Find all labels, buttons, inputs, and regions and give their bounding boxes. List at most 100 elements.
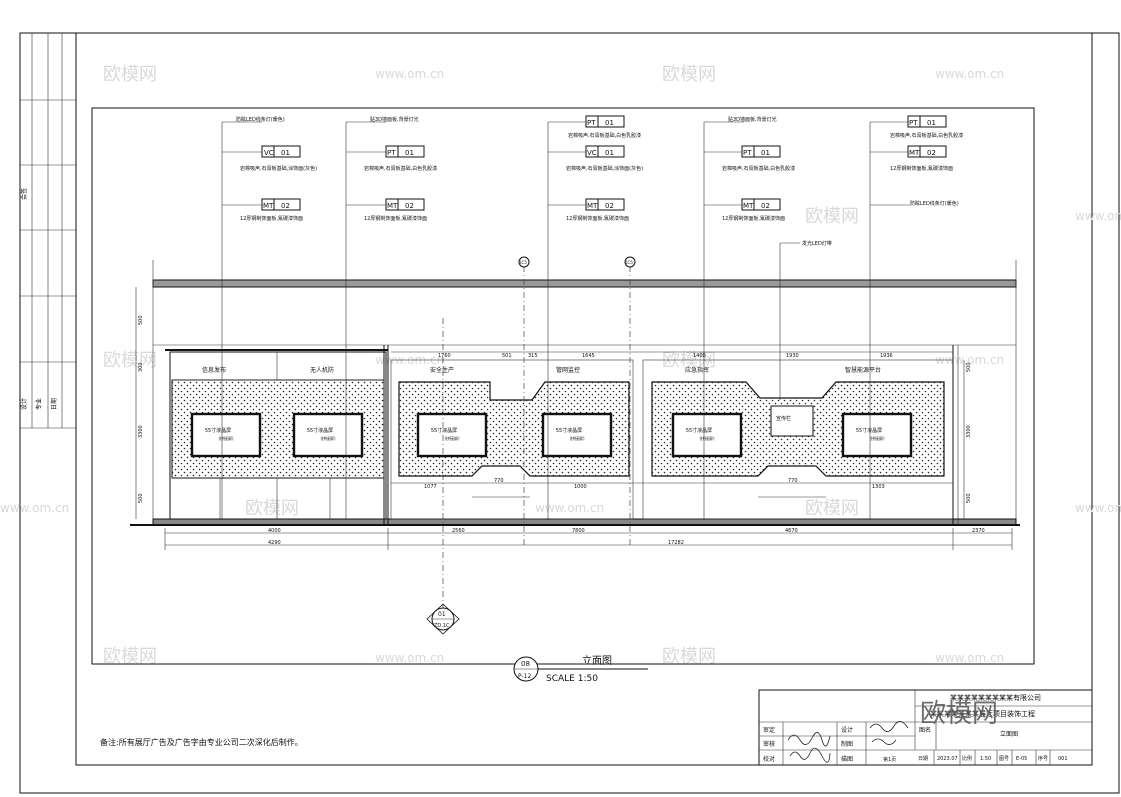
dim-top: 1930 — [786, 353, 799, 359]
drawing-name: 立面图 — [1000, 730, 1018, 738]
dim-bottom: 2560 — [452, 528, 465, 534]
callout-num: 02 — [281, 202, 290, 210]
panel-label: 应急指挥 — [685, 366, 709, 374]
watermark-brand: 欧模网 — [103, 646, 157, 667]
ref-number: 08 — [521, 660, 530, 668]
signature — [789, 747, 831, 763]
logo-watermark: 欧模网 — [920, 699, 998, 729]
role-label: 审核 — [763, 740, 775, 748]
callout-group-5: PT 01 岩棉吸声,石膏板基础,白色乳胶漆 MT 02 12厚钢制饰面板,氟碳… — [890, 115, 963, 207]
screen-sub: (拼接屏) — [218, 435, 234, 441]
callout-note: 岩棉吸声,石膏板基础,白色乳胶漆 — [890, 132, 963, 139]
project-top: 某某某某某某某某某有限公司 — [950, 693, 1041, 702]
watermark-brand: 欧模网 — [103, 64, 157, 85]
date-label: 日期 — [918, 756, 928, 762]
role-label: 描图 — [841, 755, 853, 763]
dim-inner: 1077 — [424, 484, 437, 490]
date-value: 2023.07 — [937, 756, 958, 762]
watermark-url: www.om.cn — [935, 353, 1004, 367]
watermark-brand: 欧模网 — [662, 64, 716, 85]
grid-axes: 1C5 1C5 — [442, 256, 636, 610]
watermark-url: www.om.cn — [0, 501, 69, 515]
watermark-url: www.om.cn — [1075, 501, 1121, 515]
callout-note: 岩棉吸声,石膏板基础,涂饰面(灰色) — [240, 165, 317, 172]
callout-code: MT — [909, 149, 920, 157]
watermark-url: www.om.cn — [935, 67, 1004, 81]
page-label: 第1页 — [883, 756, 896, 763]
screen-3: 55寸液晶屏 (拼接屏) — [416, 412, 488, 458]
watermark-url: www.om.cn — [1075, 209, 1121, 223]
watermark-brand: 欧模网 — [103, 350, 157, 371]
dim-top: 1760 — [438, 353, 451, 359]
callout-top-note: 防眩LED线条灯(暖色) — [910, 200, 959, 207]
watermark-brand: 欧模网 — [662, 646, 716, 667]
callout-code: MT — [263, 202, 274, 210]
watermark-brand: 欧模网 — [805, 498, 859, 519]
dim-left: 500 — [138, 315, 144, 325]
dim-top: 1645 — [582, 353, 595, 359]
callout-num: 02 — [927, 149, 936, 157]
watermarks: 欧模网 www.om.cn 欧模网 www.om.cn 欧模网 www.om.c… — [0, 64, 1121, 667]
dim-bottom: 4670 — [785, 528, 798, 534]
role-label: 校对 — [763, 755, 775, 763]
panel-label: 无人机防 — [310, 366, 334, 374]
dim-top: 315 — [528, 353, 538, 359]
screen-label: 55寸液晶屏 — [686, 427, 712, 434]
callout-note: 岩棉吸声,石膏板基础,白色乳胶漆 — [568, 132, 641, 139]
screen-5: 55寸液晶屏 (拼接屏) — [671, 412, 743, 458]
bulletin-board: 宣传栏 — [770, 405, 814, 437]
screen-2: 55寸液晶屏 (拼接屏) — [292, 412, 364, 458]
screen-6: 55寸液晶屏 (拼接屏) — [841, 412, 913, 458]
dimensions: 1760 501 315 1645 1400 1930 1936 770 107… — [135, 287, 1013, 550]
screen-label: 55寸液晶屏 — [856, 427, 882, 434]
screen-1: 55寸液晶屏 (拼接屏) — [190, 412, 262, 458]
binding-label: 会签 — [20, 188, 28, 200]
callout-group-2: 贴3D墙面板,背景灯光 PT 01 岩棉吸声,石膏板基础,白色乳胶漆 MT 02… — [364, 116, 437, 222]
drawing-title-block: 08 P-12 立面图 SCALE 1:50 — [513, 654, 648, 684]
grid-label: 1C5 — [519, 260, 527, 265]
dim-bottom: 4000 — [268, 528, 281, 534]
callout-num: 01 — [605, 119, 614, 127]
callout-num: 01 — [605, 149, 614, 157]
dim-total: 17282 — [668, 540, 684, 546]
callout-num: 01 — [761, 149, 770, 157]
callout-code: MT — [743, 202, 754, 210]
panel-label: 管网监控 — [556, 366, 580, 374]
ceiling-band — [152, 260, 1017, 520]
dim-left: 300 — [138, 362, 144, 372]
screen-label: 55寸液晶屏 — [556, 427, 582, 434]
callout-code: PT — [909, 119, 918, 127]
dim-right: 3300 — [966, 425, 972, 438]
callout-group-3: PT 01 岩棉吸声,石膏板基础,白色乳胶漆 VC 01 岩棉吸声,石膏板基础,… — [566, 115, 643, 222]
panel-labels: 信息发布 无人机防 安全生产 管网监控 应急指挥 智慧能源平台 — [202, 366, 881, 374]
project-name: 某某某某某某某展厅项目装饰工程 — [930, 709, 1035, 718]
panel-label: 信息发布 — [202, 366, 226, 374]
callout-note: 岩棉吸声,石膏板基础,白色乳胶漆 — [364, 165, 437, 172]
section-marker-bottom: ZD.1C — [434, 623, 450, 629]
callout-note: 12厚钢制饰面板,氟碳漆饰面 — [240, 215, 303, 222]
watermark-url: www.om.cn — [375, 651, 444, 665]
dim-left: 500 — [138, 493, 144, 503]
dim-top: 1936 — [880, 353, 893, 359]
binding-label: 专业 — [35, 398, 43, 410]
drawing-title: 立面图 — [582, 654, 612, 667]
watermark-url: www.om.cn — [935, 651, 1004, 665]
screen-label: 55寸液晶屏 — [205, 427, 231, 434]
callout-num: 02 — [761, 202, 770, 210]
role-label: 审定 — [763, 726, 775, 734]
signature — [787, 732, 831, 747]
screen-sub: (拼接屏) — [699, 435, 715, 441]
drawing-name-label: 图名 — [919, 726, 931, 734]
screen-sub: (拼接屏) — [569, 435, 585, 441]
callout-note: 12厚钢制饰面板,氟碳漆饰面 — [566, 215, 629, 222]
dim-left: 3300 — [138, 425, 144, 438]
section-marker-top: 01 — [438, 611, 446, 618]
dim-top: 1400 — [693, 353, 706, 359]
screen-label: 55寸液晶屏 — [307, 427, 333, 434]
callout-note: 岩棉吸声,石膏板基础,白色乳胶漆 — [722, 165, 795, 172]
signature — [871, 738, 897, 745]
watermark-url: www.om.cn — [535, 501, 604, 515]
callout-num: 02 — [605, 202, 614, 210]
scale-value: 1:50 — [980, 756, 991, 762]
panel-label: 安全生产 — [430, 366, 454, 374]
